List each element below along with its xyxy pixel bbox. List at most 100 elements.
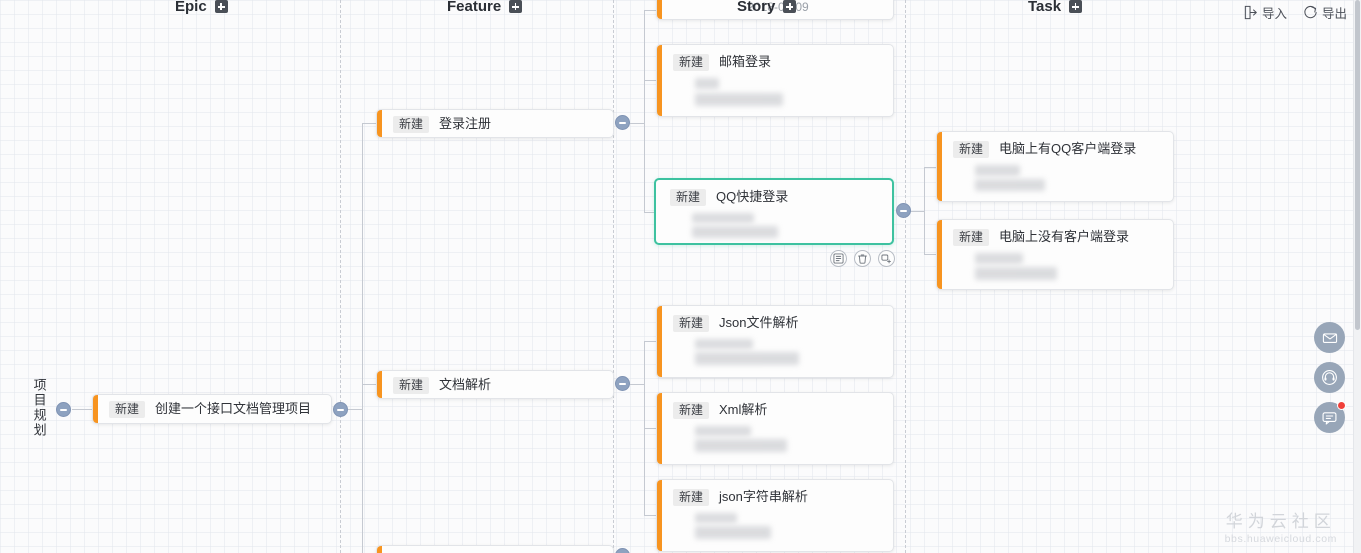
story-node-xml-badge: 新建 [673, 402, 710, 419]
story-node-json-file-redacted-content [695, 339, 883, 365]
trash-icon [858, 254, 867, 264]
column-header-task-label: Task [1028, 0, 1062, 15]
story-node-email-title: 邮箱登录 [719, 54, 772, 69]
column-header-story: Story [737, 0, 797, 15]
link-story-qq-vertical [924, 167, 925, 255]
link-root-epic [72, 409, 92, 410]
epic-node[interactable]: 新建 创建一个接口文档管理项目 [92, 394, 332, 424]
column-divider-feature-story [613, 0, 614, 553]
task-node-qq-client[interactable]: 新建 电脑上有QQ客户端登录 [936, 131, 1174, 202]
export-label: 导出 [1321, 7, 1347, 21]
link-epic-feature-login [362, 123, 376, 124]
story-node-xml-title: Xml解析 [719, 402, 768, 417]
link-task-qq-client [924, 167, 936, 168]
task-node-no-client[interactable]: 新建 电脑上没有客户端登录 [936, 219, 1174, 290]
envelope-icon [1322, 332, 1337, 343]
import-label: 导入 [1261, 7, 1287, 21]
story-node-email[interactable]: 新建 邮箱登录 [656, 44, 894, 117]
feature-login-collapse-toggle[interactable] [615, 115, 630, 130]
feature-node-doc[interactable]: 新建 文档解析 [376, 370, 614, 399]
epic-node-accent-bar [93, 395, 98, 423]
epic-node-badge: 新建 [109, 401, 146, 418]
mail-fab-button[interactable] [1314, 322, 1345, 353]
link-story-xml [644, 428, 656, 429]
feature-node-doc-accent-bar [377, 371, 382, 398]
task-node-qq-client-badge: 新建 [953, 141, 990, 158]
feature-node-partial-accent-bar [377, 546, 382, 553]
node-add-child-button[interactable] [878, 250, 895, 267]
task-node-no-client-title: 电脑上没有客户端登录 [999, 229, 1130, 244]
export-button[interactable]: 导出 [1303, 3, 1347, 22]
watermark-title: 华为云社区 [1225, 511, 1336, 531]
story-node-xml-accent-bar [657, 393, 662, 464]
floating-action-buttons [1314, 322, 1346, 433]
link-task-no-client [924, 254, 936, 255]
feature-node-login[interactable]: 新建 登录注册 [376, 109, 614, 138]
list-detail-icon [833, 253, 844, 264]
story-node-json-str[interactable]: 新建 json字符串解析 [656, 479, 894, 552]
link-epic-trunk [348, 409, 362, 410]
column-divider-story-task [905, 0, 906, 553]
vertical-scrollbar-thumb[interactable] [1355, 0, 1360, 330]
link-story-json-file [644, 341, 656, 342]
chat-feedback-icon [1322, 412, 1337, 425]
story-node-qq-accent-bar [656, 180, 661, 243]
link-story-qq-trunk [910, 211, 924, 212]
link-feature-login-vertical [644, 10, 645, 213]
task-node-qq-client-redacted-content [975, 165, 1163, 191]
feature-doc-collapse-toggle[interactable] [615, 376, 630, 391]
support-fab-button[interactable] [1314, 362, 1345, 393]
link-epic-vertical-lower [362, 409, 363, 553]
column-header-feature: Feature [447, 0, 523, 15]
add-child-node-icon [881, 254, 891, 264]
column-divider-epic-feature [340, 0, 341, 553]
story-node-qq[interactable]: 新建 QQ快捷登录 [654, 178, 894, 245]
story-node-qq-redacted-content [692, 213, 882, 238]
link-epic-vertical [362, 123, 363, 410]
task-node-qq-client-accent-bar [937, 132, 942, 201]
vertical-scrollbar[interactable] [1353, 0, 1361, 553]
node-detail-button[interactable] [830, 250, 847, 267]
story-node-json-file-badge: 新建 [673, 315, 710, 332]
export-icon [1304, 5, 1317, 19]
link-feature-login-trunk [630, 123, 644, 124]
story-qq-collapse-toggle[interactable] [896, 203, 911, 218]
feature-partial-collapse-toggle[interactable] [615, 548, 630, 553]
add-feature-icon[interactable] [509, 0, 523, 13]
watermark-url: bbs.huaweicloud.com [1224, 533, 1337, 545]
add-story-icon[interactable] [783, 0, 797, 13]
import-button[interactable]: 导入 [1243, 3, 1287, 22]
story-node-json-str-title: json字符串解析 [719, 489, 808, 504]
feature-node-doc-badge: 新建 [393, 377, 430, 394]
feature-node-partial[interactable] [376, 545, 614, 553]
feature-node-login-badge: 新建 [393, 116, 430, 133]
link-story-email [644, 80, 656, 81]
epic-collapse-toggle[interactable] [333, 402, 348, 417]
link-feature-doc-trunk [630, 384, 644, 385]
add-task-icon[interactable] [1069, 0, 1083, 13]
import-icon [1244, 5, 1257, 20]
epic-node-title: 创建一个接口文档管理项目 [155, 401, 312, 416]
link-story-qq [644, 212, 656, 213]
feedback-fab-button[interactable] [1314, 401, 1346, 433]
column-header-task: Task [1028, 0, 1083, 15]
story-node-json-file-title: Json文件解析 [719, 315, 799, 330]
story-node-xml[interactable]: 新建 Xml解析 [656, 392, 894, 465]
add-epic-icon[interactable] [214, 0, 228, 13]
root-collapse-toggle[interactable] [56, 402, 71, 417]
story-node-json-file-accent-bar [657, 306, 662, 377]
node-delete-button[interactable] [854, 250, 871, 267]
story-node-email-redacted-content [695, 78, 883, 106]
story-node-top-accent-bar [657, 0, 662, 19]
story-node-qq-title: QQ快捷登录 [716, 189, 789, 204]
column-header-story-label: Story [737, 0, 776, 15]
story-node-json-file[interactable]: 新建 Json文件解析 [656, 305, 894, 378]
link-story-top [644, 10, 656, 11]
root-node-label: 项目规划 [31, 378, 47, 438]
story-node-json-str-accent-bar [657, 480, 662, 551]
link-story-json-str [644, 515, 656, 516]
column-header-feature-label: Feature [447, 0, 502, 15]
task-node-no-client-accent-bar [937, 220, 942, 289]
story-node-email-accent-bar [657, 45, 662, 116]
